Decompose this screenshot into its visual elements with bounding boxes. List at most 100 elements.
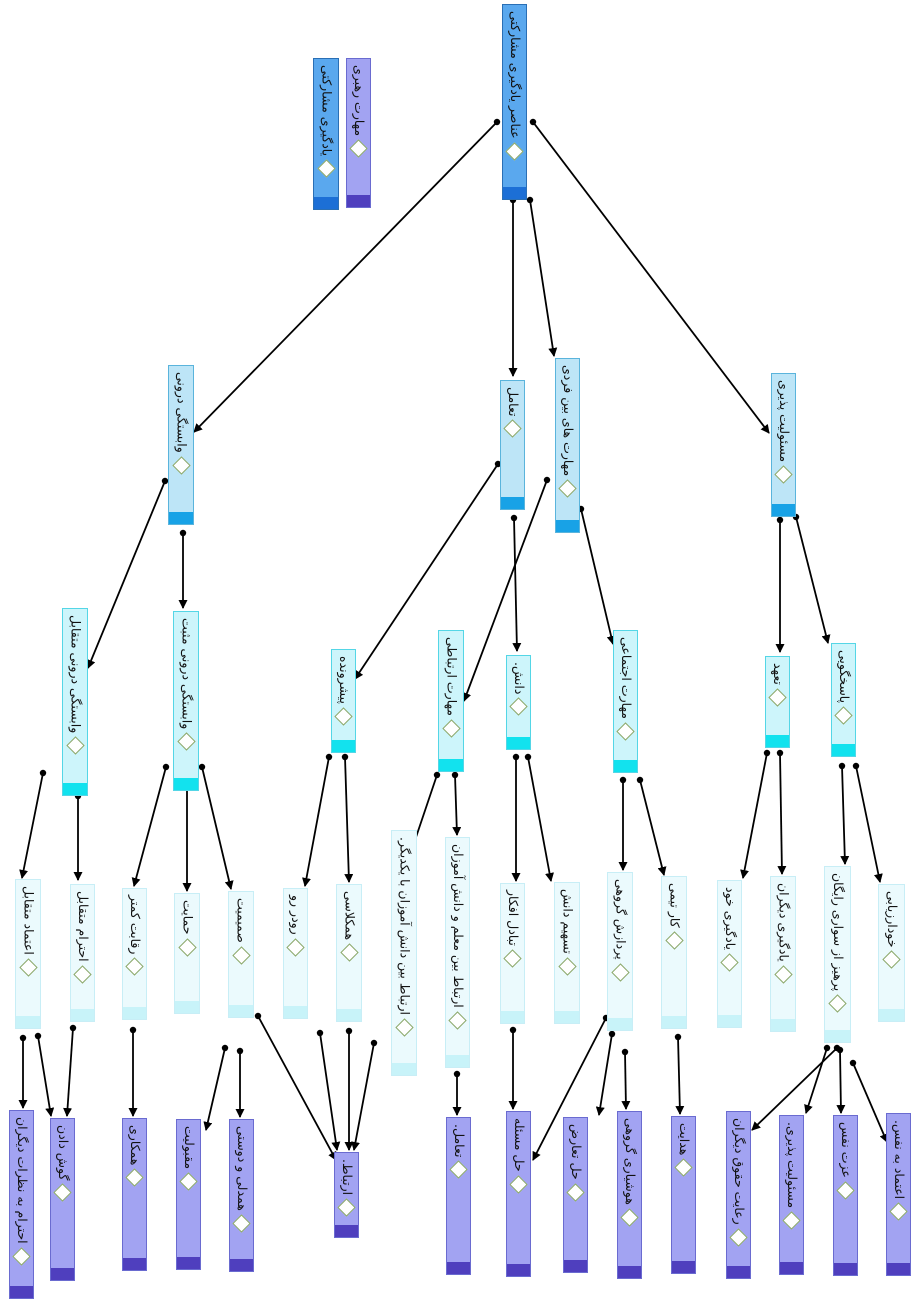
connector-arrow bbox=[777, 752, 787, 875]
connector-dot bbox=[524, 753, 532, 761]
connector-dot bbox=[852, 762, 860, 770]
connector-arrow bbox=[257, 1015, 337, 1161]
node-knowledge-sharing[interactable]: تسهیم دانش bbox=[554, 882, 580, 1024]
diamond-icon bbox=[316, 159, 336, 178]
diamond-icon bbox=[349, 139, 368, 158]
connector-arrow bbox=[529, 199, 558, 357]
node-less-competition[interactable]: رقابت کمتر bbox=[122, 888, 147, 1020]
diamond-icon bbox=[674, 1158, 693, 1178]
node-interdependence[interactable]: وابستگی درونی bbox=[168, 365, 194, 525]
connector-dot bbox=[526, 196, 534, 204]
connector-dot bbox=[325, 753, 333, 761]
connector-arrow bbox=[86, 480, 166, 669]
node-commitment[interactable]: تعهد bbox=[765, 656, 790, 748]
diamond-icon bbox=[179, 1172, 198, 1191]
connector-arrow bbox=[351, 1042, 375, 1151]
connector-dot bbox=[621, 1048, 629, 1056]
node-interaction-leaf[interactable]: تعامل. bbox=[446, 1117, 471, 1275]
node-cooperation[interactable]: همکاری bbox=[122, 1118, 147, 1271]
diamond-icon bbox=[834, 706, 853, 725]
node-mutual-interdependence[interactable]: وابستگی درونی متقابل bbox=[62, 608, 88, 796]
node-self-esteem[interactable]: عزت نفس bbox=[833, 1115, 858, 1276]
diamond-icon bbox=[18, 958, 38, 977]
connector-dot bbox=[763, 749, 771, 757]
node-conflict-resolution[interactable]: حل تعارض bbox=[563, 1117, 588, 1273]
diamond-icon bbox=[889, 1202, 908, 1221]
node-guidance[interactable]: هدایت bbox=[671, 1116, 696, 1274]
diamond-icon bbox=[503, 419, 522, 439]
node-support[interactable]: حمایت bbox=[174, 893, 200, 1014]
node-interaction[interactable]: تعامل bbox=[500, 380, 525, 510]
node-knowledge[interactable]: دانش. bbox=[506, 655, 531, 750]
diamond-icon bbox=[286, 938, 305, 957]
diamond-icon bbox=[53, 1183, 72, 1203]
connector-arrow bbox=[193, 121, 498, 433]
node-communication[interactable]: ارتباط. bbox=[334, 1152, 359, 1238]
connector-arrow bbox=[354, 463, 499, 680]
node-problem-solving[interactable]: حل مسئله bbox=[506, 1111, 531, 1277]
connector-arrow bbox=[319, 1032, 341, 1151]
diamond-icon bbox=[449, 1160, 468, 1180]
diamond-icon bbox=[232, 1214, 251, 1233]
node-communication-skill[interactable]: مهارت ارتباطی bbox=[438, 630, 464, 772]
diamond-icon bbox=[334, 707, 353, 726]
connector-dot bbox=[453, 1070, 461, 1078]
connector-arrow bbox=[203, 1047, 226, 1131]
node-responsibility[interactable]: مسئولیت پذیری bbox=[771, 373, 796, 517]
connector-dot bbox=[636, 776, 644, 784]
node-root[interactable]: عناصر یادگیری مشارکتی bbox=[502, 4, 527, 200]
connector-dot bbox=[529, 118, 537, 126]
node-avoid-free-riding[interactable]: پرهیز از سواری رایگان bbox=[824, 866, 851, 1043]
legend-label: یادگیری مشارکتی bbox=[319, 65, 335, 157]
connector-arrow bbox=[840, 765, 850, 865]
node-social-skill[interactable]: مهارت اجتماعی bbox=[613, 630, 638, 773]
connector-arrow bbox=[852, 1062, 888, 1143]
node-acceptance[interactable]: مقبولیت bbox=[176, 1119, 201, 1270]
node-mutual-respect[interactable]: احترام متقابل bbox=[70, 884, 95, 1022]
node-empathy-friendship[interactable]: همدلی و دوستی bbox=[229, 1119, 254, 1272]
connector-dot bbox=[510, 514, 518, 522]
node-self-learning[interactable]: یادگیری خود bbox=[717, 880, 742, 1028]
node-group-processing[interactable]: پردازش گروهی bbox=[607, 872, 633, 1031]
connector-arrow bbox=[344, 756, 354, 883]
connector-arrow bbox=[512, 517, 522, 652]
diamond-icon bbox=[65, 736, 85, 755]
node-teamwork[interactable]: کار تیمی bbox=[661, 876, 687, 1029]
connector-dot bbox=[776, 516, 784, 524]
node-intimacy[interactable]: صمیمیت bbox=[228, 891, 254, 1018]
node-respect-others-rights[interactable]: رعایت حقوق دیگران bbox=[726, 1111, 751, 1279]
node-idea-exchange[interactable]: تبادل افکار bbox=[500, 883, 525, 1024]
node-progressive[interactable]: پیشرونده bbox=[331, 649, 356, 753]
node-self-assessment[interactable]: خودارزیابی bbox=[878, 884, 905, 1022]
connector-arrow bbox=[795, 516, 831, 644]
node-face-to-face[interactable]: رودر رو bbox=[283, 888, 308, 1019]
connector-dot bbox=[345, 1027, 353, 1035]
node-positive-interdependence[interactable]: وابستگی درونی مثبت bbox=[173, 611, 199, 791]
connector-dot bbox=[838, 762, 846, 770]
node-listening[interactable]: گوش دادن bbox=[50, 1118, 75, 1281]
diamond-icon bbox=[664, 930, 684, 950]
connector-dot bbox=[129, 1026, 137, 1034]
node-interpersonal-skills[interactable]: مهارت های بین فردی bbox=[555, 358, 580, 533]
node-self-confidence[interactable]: اعتماد به نفس. bbox=[886, 1113, 911, 1276]
node-mutual-trust[interactable]: اعتماد متقابل bbox=[15, 879, 41, 1029]
node-accountability[interactable]: پاسخگویی bbox=[831, 643, 856, 757]
connector-arrow bbox=[855, 765, 883, 883]
node-classmate[interactable]: همکلاسی bbox=[336, 884, 362, 1022]
node-group-awareness[interactable]: هوشیاری گروهی bbox=[617, 1111, 642, 1279]
diamond-icon bbox=[73, 964, 92, 984]
connector-dot bbox=[433, 771, 441, 779]
connector-arrow bbox=[532, 121, 770, 434]
diamond-icon bbox=[171, 456, 191, 475]
connector-arrow bbox=[836, 1049, 846, 1114]
diamond-icon bbox=[509, 1174, 528, 1194]
diamond-icon bbox=[509, 697, 528, 717]
node-responsibility-leaf[interactable]: مسئولیت پذیری. bbox=[779, 1115, 804, 1275]
node-learning-from-others[interactable]: یادگیری دیگران bbox=[770, 876, 796, 1032]
node-teacher-student-communication[interactable]: ارتباط بین معلم و دانش آموزان bbox=[445, 837, 470, 1068]
node-respect-others-opinions[interactable]: احترام به نظرات دیگران bbox=[9, 1110, 34, 1299]
node-student-to-student-communication[interactable]: ارتباط بین دانش آموزان با یکدیگر. bbox=[391, 830, 417, 1076]
connector-dot bbox=[674, 1033, 682, 1041]
diamond-icon bbox=[836, 1181, 855, 1200]
